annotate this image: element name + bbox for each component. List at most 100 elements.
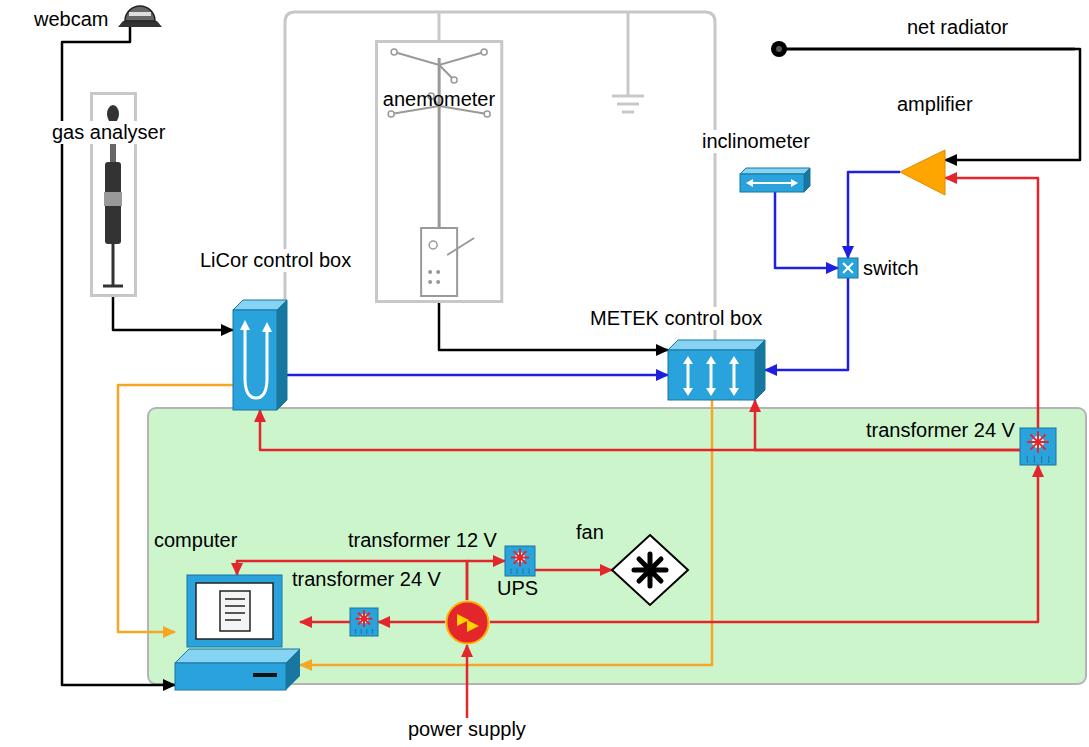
icon-part	[804, 168, 810, 192]
node-label: webcam	[32, 8, 110, 31]
signal-wire	[945, 178, 1038, 428]
icon-part	[104, 192, 122, 206]
icon-part	[634, 554, 666, 586]
signal-wire	[535, 569, 612, 572]
icon-part	[388, 111, 394, 117]
ups-symbol: UPS	[445, 600, 490, 645]
transformer: transformer 24 V	[1020, 428, 1056, 465]
icon-part	[481, 49, 487, 55]
icon-part	[196, 583, 273, 639]
icon-part	[220, 591, 250, 631]
icon-part	[175, 649, 300, 663]
icon-part	[451, 77, 457, 83]
icon-part	[1020, 428, 1056, 465]
icon-part	[429, 241, 437, 249]
ground-wire	[438, 12, 441, 40]
icon-part	[733, 362, 736, 390]
icon-part	[447, 602, 489, 644]
icon-part	[517, 569, 518, 575]
icon-part	[791, 179, 798, 187]
transformer-drawing	[350, 608, 378, 636]
node-label: fan	[574, 521, 606, 544]
icon-part	[112, 244, 115, 286]
amplifier-symbol: amplifier	[900, 150, 945, 195]
icon-part	[511, 548, 529, 566]
icon-part	[484, 111, 490, 117]
signal-wire	[300, 400, 712, 665]
control-box-drawing	[233, 300, 287, 410]
signal-wire	[775, 192, 838, 268]
icon-part	[277, 300, 287, 410]
icon-part	[729, 388, 739, 396]
node-label: amplifier	[895, 93, 975, 116]
icon-part	[1041, 456, 1042, 463]
icon-part	[372, 629, 373, 634]
icon-part	[511, 569, 512, 575]
node-label: transformer 24 V	[864, 419, 1017, 442]
icon-part	[740, 174, 804, 192]
icon-part	[838, 258, 858, 278]
anemometer: anemometer	[375, 40, 503, 303]
icon-part	[710, 362, 713, 390]
ground-symbol	[612, 95, 644, 98]
signal-wire	[378, 621, 445, 624]
signal-wire	[287, 374, 668, 377]
icon-part	[125, 6, 155, 21]
computer-icon-drawing	[175, 575, 300, 690]
icon-part	[105, 162, 121, 244]
icon-part	[240, 320, 250, 330]
icon-part	[286, 649, 300, 690]
switch-icon-drawing	[838, 258, 858, 278]
icon-part	[505, 546, 535, 576]
signal-wire	[113, 297, 233, 330]
icon-part	[376, 42, 501, 302]
anemometer-drawing	[375, 40, 503, 303]
node-label: transformer 24 V	[290, 568, 443, 591]
transformer: transformer 24 V	[350, 608, 378, 636]
icon-part	[729, 356, 739, 364]
switch-icon: switch	[838, 258, 858, 278]
icon-part	[843, 263, 853, 273]
icon-part	[1034, 456, 1035, 463]
icon-part	[776, 46, 782, 52]
fan-symbol: fan	[612, 535, 688, 605]
signal-wire	[765, 278, 848, 370]
icon-part	[523, 569, 524, 575]
icon-part	[740, 168, 810, 174]
gas-analyser: gas analyser	[90, 92, 137, 297]
icon-part	[668, 350, 755, 400]
icon-part	[447, 238, 474, 255]
icon-part	[394, 52, 484, 80]
node-label: inclinometer	[700, 130, 812, 153]
node-label: net radiator	[905, 16, 1010, 39]
icon-part	[529, 569, 530, 575]
control-box: METEK control box	[668, 340, 765, 400]
icon-part	[118, 21, 162, 27]
inclinometer-drawing	[740, 168, 810, 192]
icon-part	[103, 285, 123, 288]
webcam-icon-drawing	[115, 3, 165, 27]
signal-wire	[755, 400, 1020, 450]
icon-part	[780, 48, 1075, 51]
icon-part	[428, 280, 432, 284]
icon-part	[355, 629, 356, 634]
icon-part	[750, 182, 794, 184]
node-label: UPS	[495, 577, 540, 600]
control-box: LiCor control box	[233, 300, 287, 410]
icon-part	[612, 535, 688, 605]
icon-part	[245, 326, 267, 398]
ups-symbol-drawing	[445, 600, 490, 645]
icon-part	[706, 388, 716, 396]
icon-part	[771, 41, 787, 57]
icon-part	[900, 150, 945, 195]
node-label: power supply	[406, 718, 528, 741]
power-source: power supply	[406, 718, 528, 741]
signal-wire	[466, 645, 469, 718]
icon-part	[1027, 456, 1028, 463]
transformer-drawing	[505, 546, 535, 576]
icon-part	[706, 356, 716, 364]
computer-icon: computer	[175, 575, 300, 690]
icon-part	[1027, 431, 1049, 453]
icon-part	[175, 663, 286, 690]
